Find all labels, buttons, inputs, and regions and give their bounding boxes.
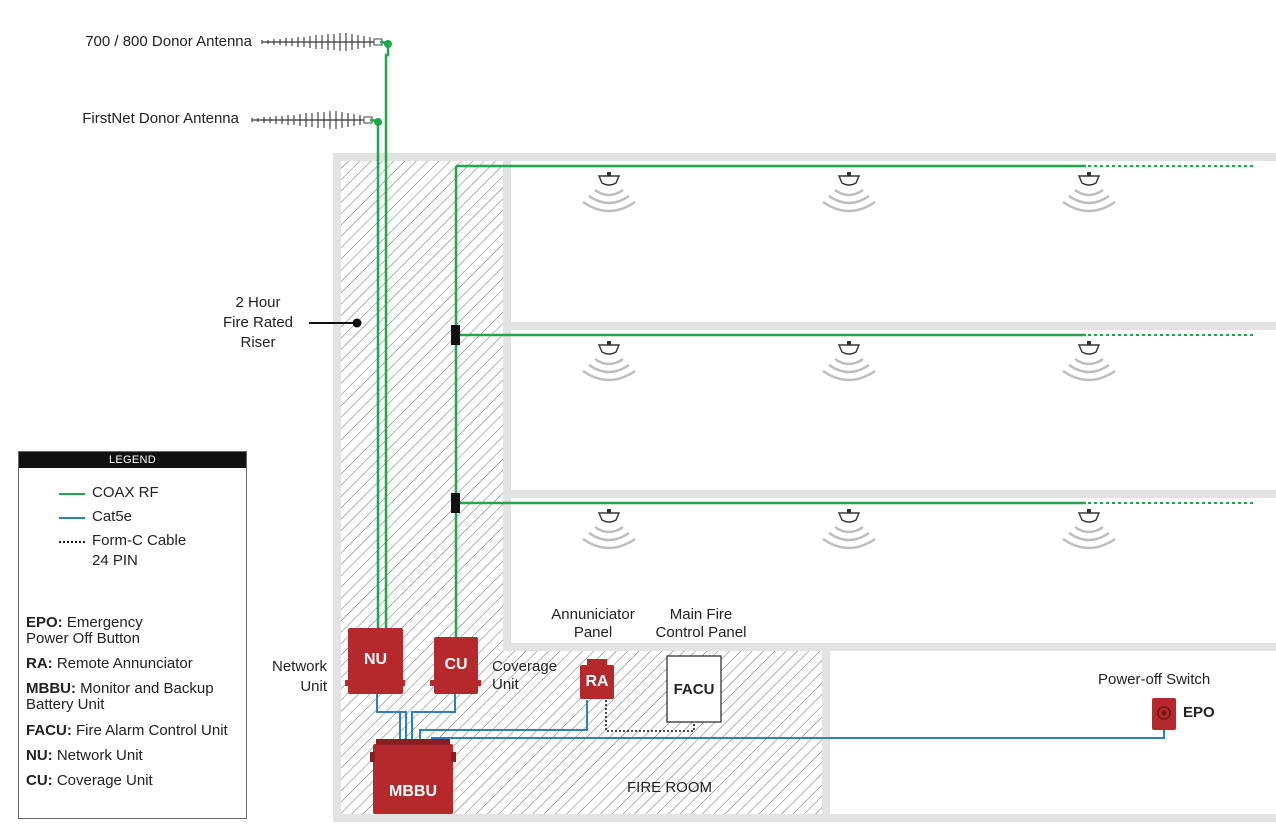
facu-box bbox=[666, 655, 722, 723]
power-off-switch-label: Power-off Switch bbox=[1098, 671, 1211, 688]
coverage-unit-label-line-2: Unit bbox=[492, 676, 519, 693]
legend-abbr-nu: NU: Network Unit bbox=[26, 748, 143, 764]
ceiling-antenna-icon bbox=[821, 507, 877, 550]
epo-switch bbox=[1152, 698, 1176, 730]
abbr-text-2: Battery Unit bbox=[26, 696, 105, 713]
main-fire-panel-label-line-1: Main Fire bbox=[669, 606, 733, 623]
riser-label-line-3: Riser bbox=[240, 334, 276, 351]
ceiling-antenna-icon bbox=[1061, 339, 1117, 382]
ceiling-antenna-icon bbox=[821, 339, 877, 382]
legend-formc-label-2: 24 PIN bbox=[92, 552, 138, 569]
coverage-unit-label-line-1: Coverage bbox=[492, 658, 558, 675]
abbr-text-2: Power Off Button bbox=[26, 630, 140, 647]
nu-label: NU bbox=[363, 651, 388, 668]
ceiling-antenna-icon bbox=[1061, 170, 1117, 213]
main-fire-panel-label-line-2: Control Panel bbox=[655, 624, 747, 641]
facu-label: FACU bbox=[673, 681, 715, 698]
legend-cat5e-swatch bbox=[59, 517, 85, 519]
ceiling-antenna-icon bbox=[581, 170, 637, 213]
ceiling-antenna-icon bbox=[581, 339, 637, 382]
splitter-floor-2 bbox=[451, 325, 460, 345]
legend-abbr-epo: EPO: Emergency Power Off Button bbox=[26, 615, 143, 647]
riser-label: 2 Hour Fire Rated Riser bbox=[208, 294, 308, 352]
abbr-text: Network Unit bbox=[52, 747, 143, 764]
abbr-text: Monitor and Backup bbox=[76, 680, 214, 697]
ceiling-antenna-icon bbox=[821, 170, 877, 213]
abbr-key: NU: bbox=[26, 747, 53, 764]
coverage-unit-label: Coverage Unit bbox=[492, 658, 557, 694]
riser-label-line-2: Fire Rated bbox=[222, 314, 294, 331]
legend-title: LEGEND bbox=[19, 452, 246, 468]
donor-antenna-700-800-label: 700 / 800 Donor Antenna bbox=[85, 33, 252, 50]
abbr-key: CU: bbox=[26, 772, 53, 789]
abbr-key: FACU: bbox=[26, 722, 72, 739]
legend-abbr-cu: CU: Coverage Unit bbox=[26, 773, 153, 789]
legend-cat5e-label: Cat5e bbox=[92, 508, 133, 525]
abbr-key: EPO: bbox=[26, 614, 63, 631]
annunciator-panel-label: Annuniciator Panel bbox=[535, 606, 651, 642]
network-unit-label-line-1: Network bbox=[271, 658, 327, 675]
ceiling-antenna-icon bbox=[1061, 507, 1117, 550]
legend-abbr-mbbu: MBBU: Monitor and Backup Battery Unit bbox=[26, 681, 214, 713]
legend-abbr-ra: RA: Remote Annunciator bbox=[26, 656, 193, 672]
donor-antenna-700-800-icon bbox=[261, 32, 383, 52]
legend-formc-label: Form-C Cable bbox=[92, 532, 187, 549]
abbr-text: Emergency bbox=[62, 614, 143, 631]
annunciator-panel-label-line-1: Annuniciator bbox=[551, 606, 635, 623]
fire-rated-riser bbox=[341, 161, 503, 814]
network-unit-box bbox=[345, 628, 405, 694]
abbr-key: RA: bbox=[26, 655, 53, 672]
abbr-key: MBBU: bbox=[26, 680, 76, 697]
coax-continuation bbox=[1088, 165, 1254, 504]
main-fire-panel-label: Main Fire Control Panel bbox=[647, 606, 755, 642]
legend-abbr-facu: FACU: Fire Alarm Control Unit bbox=[26, 723, 228, 739]
fire-room-area bbox=[503, 651, 822, 814]
fire-room-label: FIRE ROOM bbox=[627, 779, 712, 796]
abbr-text: Coverage Unit bbox=[52, 772, 153, 789]
legend-coax-label: COAX RF bbox=[92, 484, 159, 501]
mbbu-label: MBBU bbox=[389, 783, 437, 800]
coverage-unit-box bbox=[430, 637, 481, 694]
abbr-text: Remote Annunciator bbox=[52, 655, 193, 672]
firstnet-donor-antenna-label: FirstNet Donor Antenna bbox=[82, 110, 239, 127]
legend: LEGEND COAX RF Cat5e Form-C Cable 24 PIN… bbox=[18, 451, 247, 819]
cu-label: CU bbox=[444, 656, 468, 673]
riser-label-line-1: 2 Hour bbox=[235, 294, 281, 311]
network-unit-label: Network Unit bbox=[240, 658, 327, 696]
epo-label: EPO bbox=[1183, 704, 1215, 721]
abbr-text: Fire Alarm Control Unit bbox=[71, 722, 228, 739]
ceiling-antenna-icon bbox=[581, 507, 637, 550]
network-unit-label-line-2: Unit bbox=[300, 678, 327, 695]
mbbu-box bbox=[370, 739, 456, 814]
firstnet-donor-antenna-icon bbox=[251, 110, 373, 130]
building-walls bbox=[333, 153, 1276, 822]
annunciator-panel-label-line-2: Panel bbox=[573, 624, 613, 641]
legend-formc-swatch bbox=[59, 541, 85, 543]
splitter-floor-3 bbox=[451, 493, 460, 513]
legend-coax-swatch bbox=[59, 493, 85, 495]
remote-annunciator-box bbox=[580, 659, 614, 699]
ra-label: RA bbox=[585, 673, 609, 690]
